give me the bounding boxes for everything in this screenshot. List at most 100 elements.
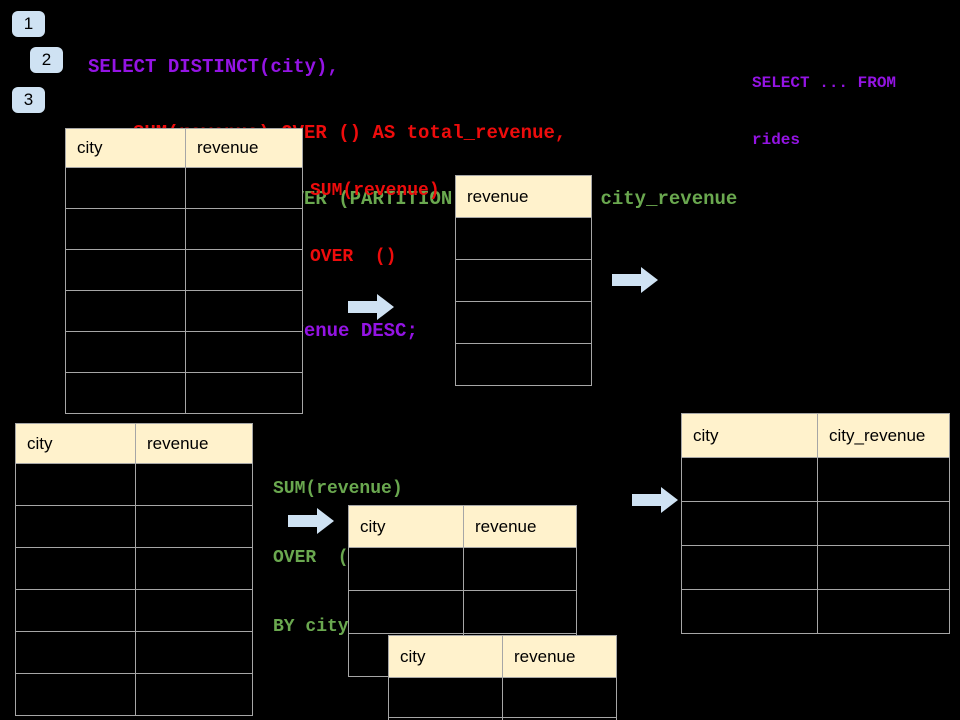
column-header: city xyxy=(65,128,186,168)
annotation-partition-line-3: BY city) xyxy=(273,617,360,637)
table-row xyxy=(348,547,577,591)
table-row xyxy=(455,259,592,302)
empty-cell xyxy=(135,547,253,590)
empty-cell xyxy=(502,677,617,718)
empty-cell xyxy=(185,208,303,250)
empty-cell xyxy=(185,290,303,332)
column-header: city_revenue xyxy=(817,413,950,458)
table-row xyxy=(388,717,617,720)
arrow-right-icon xyxy=(632,487,678,513)
empty-cell xyxy=(348,590,464,634)
empty-cell xyxy=(135,589,253,632)
empty-cell xyxy=(817,457,950,502)
column-header: revenue xyxy=(135,423,253,464)
table-row xyxy=(65,208,303,250)
arrow-right-icon xyxy=(612,267,658,293)
step-badge-3: 3 xyxy=(12,87,45,113)
annotation-partition-line-1: SUM(revenue) xyxy=(273,479,403,499)
annotation-total-revenue: SUM(revenue) OVER () xyxy=(310,136,440,312)
empty-cell xyxy=(502,717,617,720)
table-row xyxy=(65,167,303,209)
table-row xyxy=(15,631,253,674)
empty-cell xyxy=(455,343,592,386)
empty-cell xyxy=(817,501,950,546)
empty-cell xyxy=(455,301,592,344)
column-header: revenue xyxy=(463,505,577,548)
table-row xyxy=(681,545,950,590)
empty-cell xyxy=(185,249,303,291)
arrow-right-icon xyxy=(288,508,334,534)
empty-cell xyxy=(135,673,253,716)
empty-cell xyxy=(681,457,818,502)
table-row xyxy=(681,457,950,502)
annotation-total-line-1: SUM(revenue) xyxy=(310,181,440,201)
table-row xyxy=(681,589,950,634)
step-badge-1: 1 xyxy=(12,11,45,37)
empty-cell xyxy=(15,463,136,506)
table-body xyxy=(65,167,303,414)
annotation-total-line-2: OVER () xyxy=(310,247,397,267)
step-badge-2: 2 xyxy=(30,47,63,73)
column-header: city xyxy=(681,413,818,458)
table-row xyxy=(65,290,303,332)
table-header-row: revenue xyxy=(455,175,592,218)
empty-cell xyxy=(15,631,136,674)
side-code-line-1: SELECT ... FROM xyxy=(752,74,897,92)
empty-cell xyxy=(463,590,577,634)
side-code-line-2: rides xyxy=(752,131,801,149)
empty-cell xyxy=(65,249,186,291)
empty-cell xyxy=(135,463,253,506)
empty-cell xyxy=(348,547,464,591)
empty-cell xyxy=(817,545,950,590)
table-row xyxy=(388,677,617,718)
empty-cell xyxy=(135,505,253,548)
empty-cell xyxy=(185,372,303,414)
table-total-revenue-result: revenue xyxy=(455,175,592,386)
empty-cell xyxy=(185,331,303,373)
table-row xyxy=(681,501,950,546)
table-row xyxy=(65,331,303,373)
table-row xyxy=(455,217,592,260)
table-row xyxy=(455,343,592,386)
side-code-block: SELECT ... FROM rides xyxy=(752,36,896,188)
table-row xyxy=(15,505,253,548)
table-body xyxy=(388,677,617,720)
column-header: revenue xyxy=(502,635,617,678)
column-header: city xyxy=(15,423,136,464)
empty-cell xyxy=(65,372,186,414)
empty-cell xyxy=(388,677,503,718)
table-row xyxy=(65,372,303,414)
empty-cell xyxy=(15,673,136,716)
empty-cell xyxy=(65,167,186,209)
empty-cell xyxy=(65,290,186,332)
empty-cell xyxy=(681,501,818,546)
table-row xyxy=(348,590,577,634)
empty-cell xyxy=(463,547,577,591)
empty-cell xyxy=(681,545,818,590)
empty-cell xyxy=(185,167,303,209)
table-row xyxy=(65,249,303,291)
column-header: city xyxy=(388,635,503,678)
column-header: revenue xyxy=(455,175,592,218)
table-row xyxy=(15,463,253,506)
empty-cell xyxy=(455,259,592,302)
table-row xyxy=(15,589,253,632)
table-body xyxy=(455,217,592,386)
column-header: city xyxy=(348,505,464,548)
table-body xyxy=(681,457,950,634)
empty-cell xyxy=(681,589,818,634)
empty-cell xyxy=(455,217,592,260)
empty-cell xyxy=(15,547,136,590)
empty-cell xyxy=(135,631,253,674)
arrow-right-icon xyxy=(348,294,394,320)
empty-cell xyxy=(15,589,136,632)
